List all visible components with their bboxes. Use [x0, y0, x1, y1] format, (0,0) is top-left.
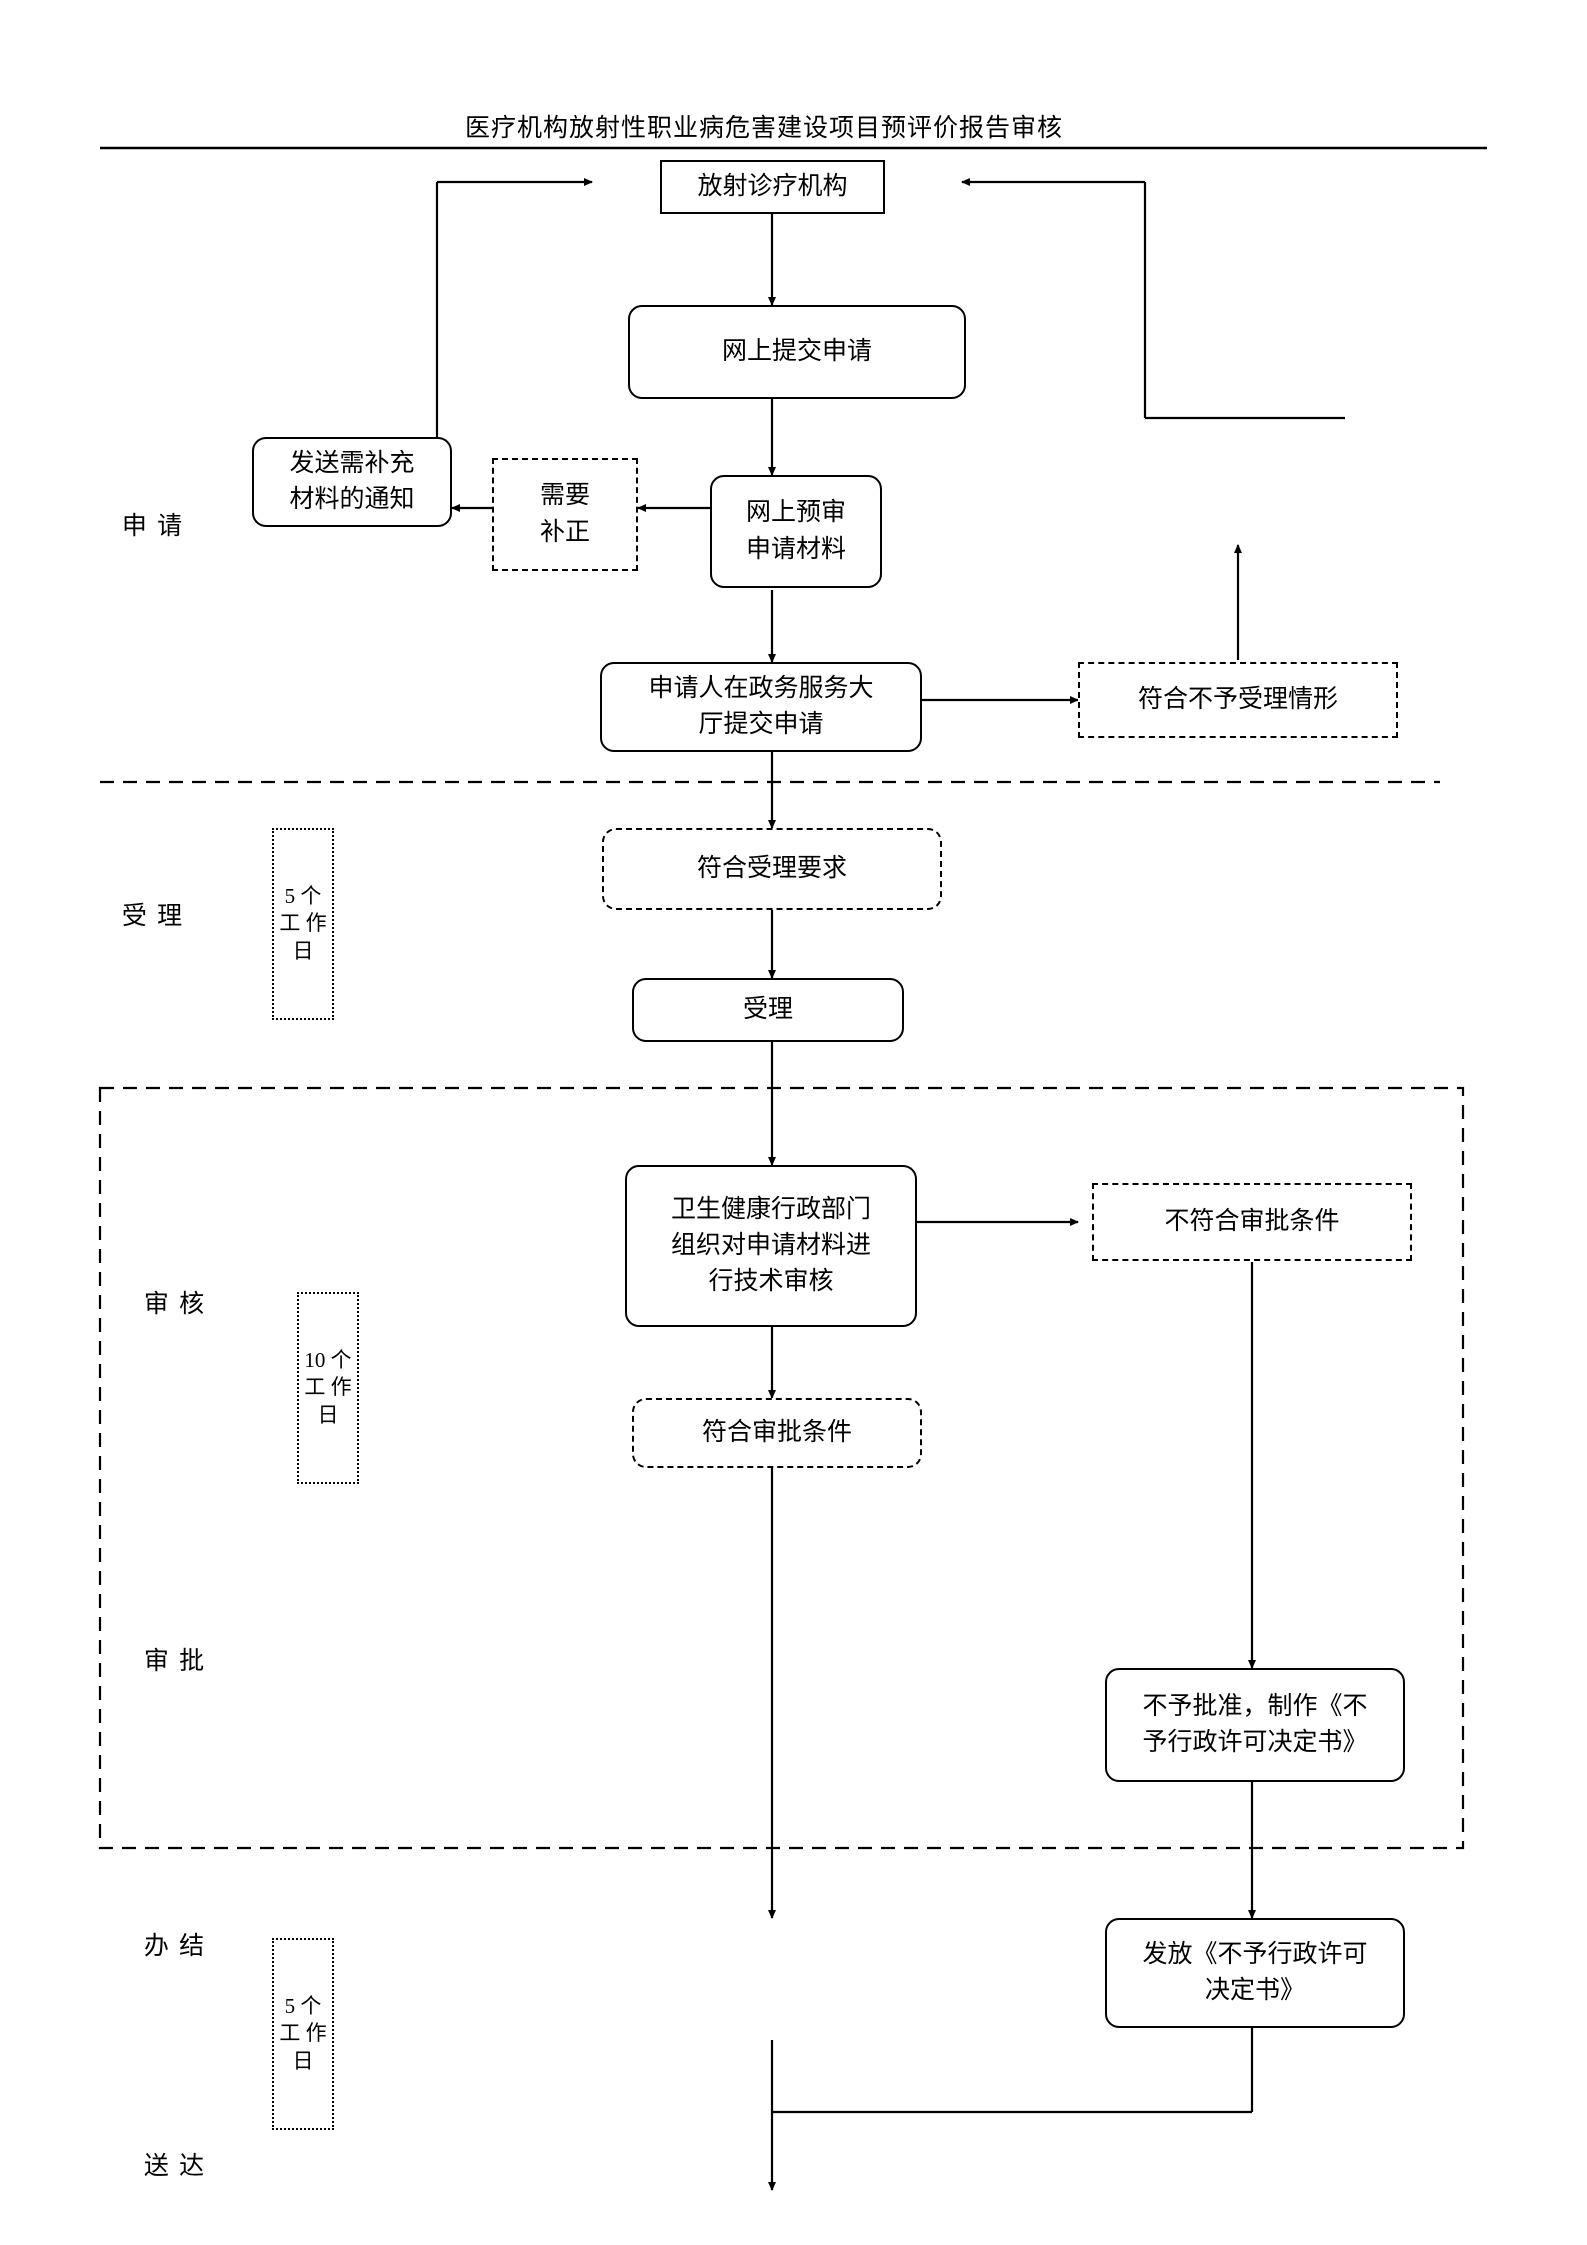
node-meet-accept[interactable]: 符合受理要求 — [602, 828, 942, 910]
duration-accept-days: 5 个 工 作 日 — [272, 828, 334, 1020]
node-need-correction[interactable]: 需要 补正 — [492, 458, 638, 571]
node-send-notice[interactable]: 发送需补充 材料的通知 — [252, 437, 452, 527]
node-accepted[interactable]: 受理 — [632, 978, 904, 1042]
duration-review-days: 10 个 工 作 日 — [297, 1292, 359, 1484]
node-online-submit[interactable]: 网上提交申请 — [628, 305, 966, 399]
stage-label-approve: 审 批 — [143, 1648, 207, 1675]
duration-complete-days: 5 个 工 作 日 — [272, 1938, 334, 2130]
node-hall-submit[interactable]: 申请人在政务服务大 厅提交申请 — [600, 662, 922, 752]
page-title: 医疗机构放射性职业病危害建设项目预评价报告审核 — [465, 115, 1064, 142]
stage-label-accept: 受 理 — [121, 903, 185, 930]
stage-label-apply: 申 请 — [121, 513, 185, 540]
stage-label-review: 审 核 — [143, 1291, 207, 1318]
node-issue-refuse[interactable]: 发放《不予行政许可 决定书》 — [1105, 1918, 1405, 2028]
node-not-accept-case[interactable]: 符合不予受理情形 — [1078, 662, 1398, 738]
node-org[interactable]: 放射诊疗机构 — [660, 160, 885, 214]
node-meet-approval[interactable]: 符合审批条件 — [632, 1398, 922, 1468]
node-tech-review[interactable]: 卫生健康行政部门 组织对申请材料进 行技术审核 — [625, 1165, 917, 1327]
node-refuse-make[interactable]: 不予批准，制作《不 予行政许可决定书》 — [1105, 1668, 1405, 1782]
stage-label-complete: 办 结 — [143, 1933, 207, 1960]
stage-label-deliver: 送 达 — [143, 2153, 207, 2180]
node-not-meet-approval[interactable]: 不符合审批条件 — [1092, 1183, 1412, 1261]
node-online-pre-review[interactable]: 网上预审 申请材料 — [710, 475, 882, 588]
